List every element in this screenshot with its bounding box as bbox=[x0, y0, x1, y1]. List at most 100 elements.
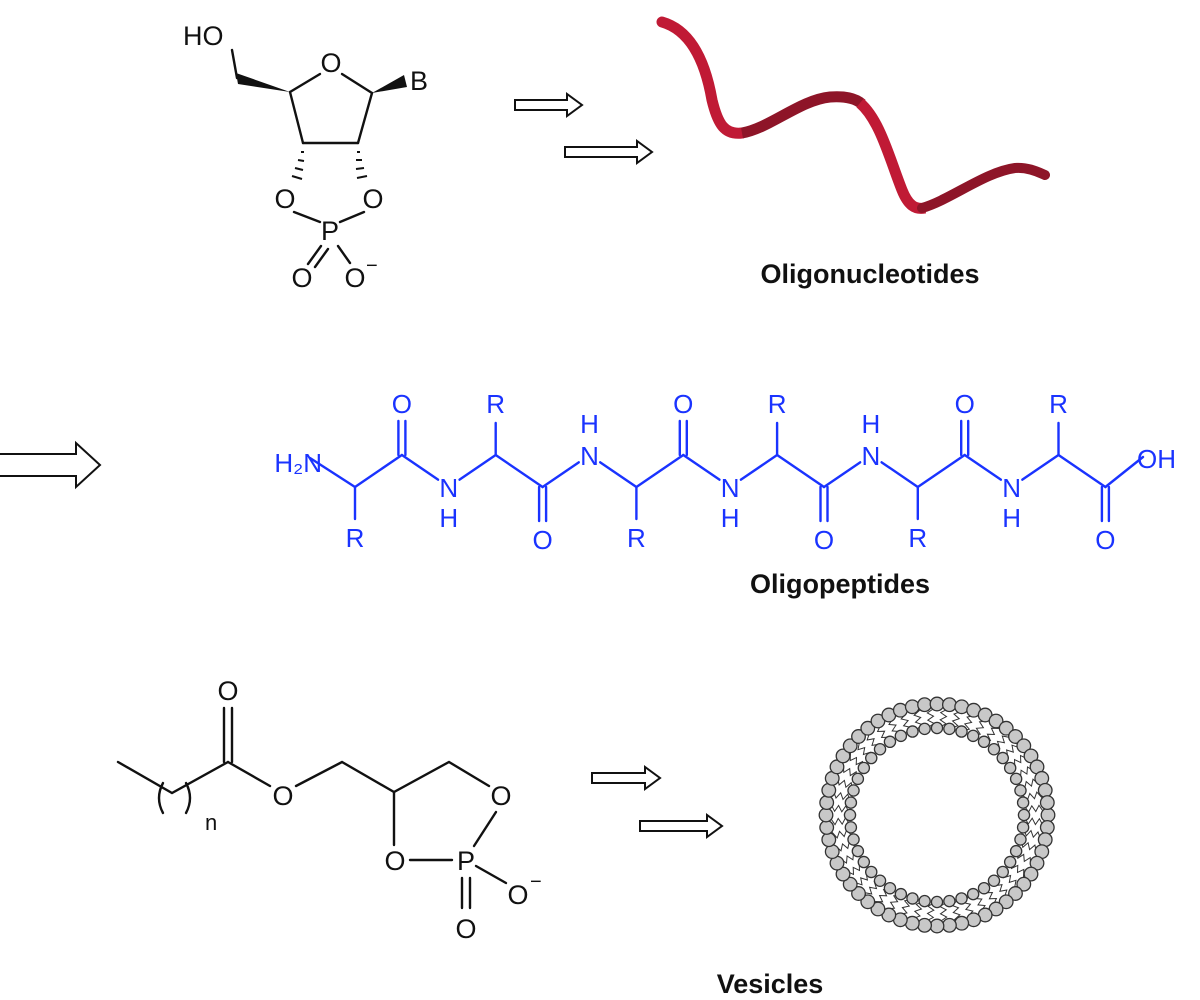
lipid-head bbox=[819, 795, 835, 811]
base-label: B bbox=[410, 66, 428, 96]
lipid-head bbox=[1039, 819, 1055, 835]
lipid-head bbox=[930, 721, 944, 735]
lipid-head bbox=[857, 761, 871, 775]
amide-hydrogen-label: H bbox=[439, 503, 458, 533]
lipid-head bbox=[929, 696, 945, 712]
lipid-head bbox=[987, 742, 1001, 756]
lipid-head bbox=[1014, 833, 1027, 846]
amide-nitrogen-label: N bbox=[721, 473, 740, 503]
lipid-head bbox=[996, 865, 1010, 879]
lipid-head bbox=[851, 772, 865, 786]
lipid-head bbox=[1016, 796, 1030, 809]
amide-nitrogen-label: N bbox=[862, 441, 881, 471]
lipid-head bbox=[977, 735, 991, 749]
lipid-head bbox=[843, 808, 857, 822]
lipid-head bbox=[883, 881, 897, 895]
anionic-oxygen-label: O bbox=[344, 263, 365, 293]
lipid-head bbox=[1009, 772, 1023, 786]
lipid-head bbox=[906, 725, 919, 738]
lipid-head bbox=[1023, 866, 1039, 882]
lipid-head bbox=[851, 844, 865, 858]
c-terminus-label: OH bbox=[1137, 444, 1176, 474]
lipid-head bbox=[929, 918, 945, 934]
lipid-head bbox=[941, 697, 957, 713]
lipid-head bbox=[941, 917, 957, 933]
lipid-head bbox=[954, 915, 970, 931]
peptide-bond bbox=[822, 461, 862, 489]
carbonyl-oxygen-label: O bbox=[217, 676, 238, 706]
lipid-head bbox=[1016, 821, 1030, 834]
lipid-head bbox=[904, 699, 920, 715]
amide-nitrogen-label: N bbox=[1002, 473, 1021, 503]
ring-oxygen-label: O bbox=[320, 48, 341, 78]
lipid-negative-charge-label: − bbox=[530, 871, 542, 893]
peptide-bond bbox=[739, 453, 779, 481]
lipid-head bbox=[873, 874, 887, 888]
lipid-anionic-oxygen-label: O bbox=[507, 880, 528, 910]
carbonyl-oxygen-label: O bbox=[392, 389, 412, 419]
peptide-bond bbox=[682, 453, 721, 481]
lipid-head bbox=[873, 742, 887, 756]
lipid-head bbox=[1008, 886, 1023, 901]
lipid-head bbox=[1017, 808, 1031, 822]
lipid-tail bbox=[983, 721, 1000, 742]
lipid-head bbox=[1003, 761, 1017, 775]
lipid-head bbox=[835, 748, 851, 764]
negative-charge-label: − bbox=[366, 255, 378, 277]
open-arrow-icon bbox=[514, 92, 584, 118]
lipid-head bbox=[847, 833, 860, 846]
peptide-bond bbox=[1021, 453, 1060, 481]
lipid-head bbox=[943, 722, 956, 736]
lipid-head bbox=[988, 713, 1004, 729]
peptide-bond bbox=[353, 453, 404, 489]
lipid-head bbox=[844, 796, 858, 809]
lipid-head bbox=[955, 725, 968, 738]
amide-hydrogen-label: H bbox=[580, 409, 599, 439]
oligonucleotides-label: Oligonucleotides bbox=[760, 259, 979, 289]
carbonyl-oxygen-label: O bbox=[532, 525, 552, 555]
lipid-head bbox=[917, 917, 933, 933]
carbonyl-oxygen-label: O bbox=[955, 389, 975, 419]
lipid-head bbox=[864, 865, 878, 879]
ring-oxygen-left-label: O bbox=[384, 846, 405, 876]
lipid-tail bbox=[874, 888, 891, 909]
lipid-head bbox=[1014, 784, 1027, 797]
lipid-head bbox=[1040, 807, 1056, 823]
ring-oxygen-right-label: O bbox=[490, 781, 511, 811]
lipid-head bbox=[883, 735, 897, 749]
lipid-head bbox=[844, 821, 858, 834]
carbonyl-oxygen-label: O bbox=[673, 389, 693, 419]
lipid-head bbox=[819, 819, 835, 835]
peptide-bond bbox=[1104, 455, 1145, 489]
peptide-bond bbox=[308, 456, 357, 489]
lipid-head bbox=[842, 738, 858, 754]
lipid-head bbox=[870, 901, 886, 917]
peptide-bond bbox=[599, 461, 638, 489]
lipid-head bbox=[930, 895, 944, 909]
nucleotide-cyclic-phosphate: HO O B O O P O O − bbox=[183, 21, 428, 293]
lipid-head bbox=[1009, 844, 1023, 858]
open-arrow-icon bbox=[0, 440, 102, 490]
lipid-head bbox=[894, 729, 908, 743]
lipid-head bbox=[966, 729, 980, 743]
lipid-head bbox=[1016, 738, 1032, 754]
lipid-head bbox=[906, 892, 919, 905]
glycerol-cyclic-phosphate-lipid: O n O O O P O − O bbox=[116, 676, 542, 944]
open-arrow-icon bbox=[564, 139, 654, 165]
side-chain-label: R bbox=[908, 523, 927, 553]
phosphoryl-oxygen-label: O bbox=[291, 263, 312, 293]
lipid-head bbox=[851, 886, 866, 901]
open-arrow-icon bbox=[639, 813, 724, 839]
side-chain-label: R bbox=[1049, 389, 1068, 419]
lipid-head bbox=[966, 887, 980, 901]
peptide-bond bbox=[458, 453, 497, 481]
lipid-head bbox=[918, 894, 931, 908]
open-arrow-icon bbox=[591, 765, 662, 791]
lipid-head bbox=[998, 894, 1014, 910]
lipid-head bbox=[860, 894, 876, 910]
rna-ribbon-icon bbox=[656, 16, 1050, 214]
reaction-arrows bbox=[0, 92, 724, 839]
peptide-bond bbox=[916, 453, 966, 489]
